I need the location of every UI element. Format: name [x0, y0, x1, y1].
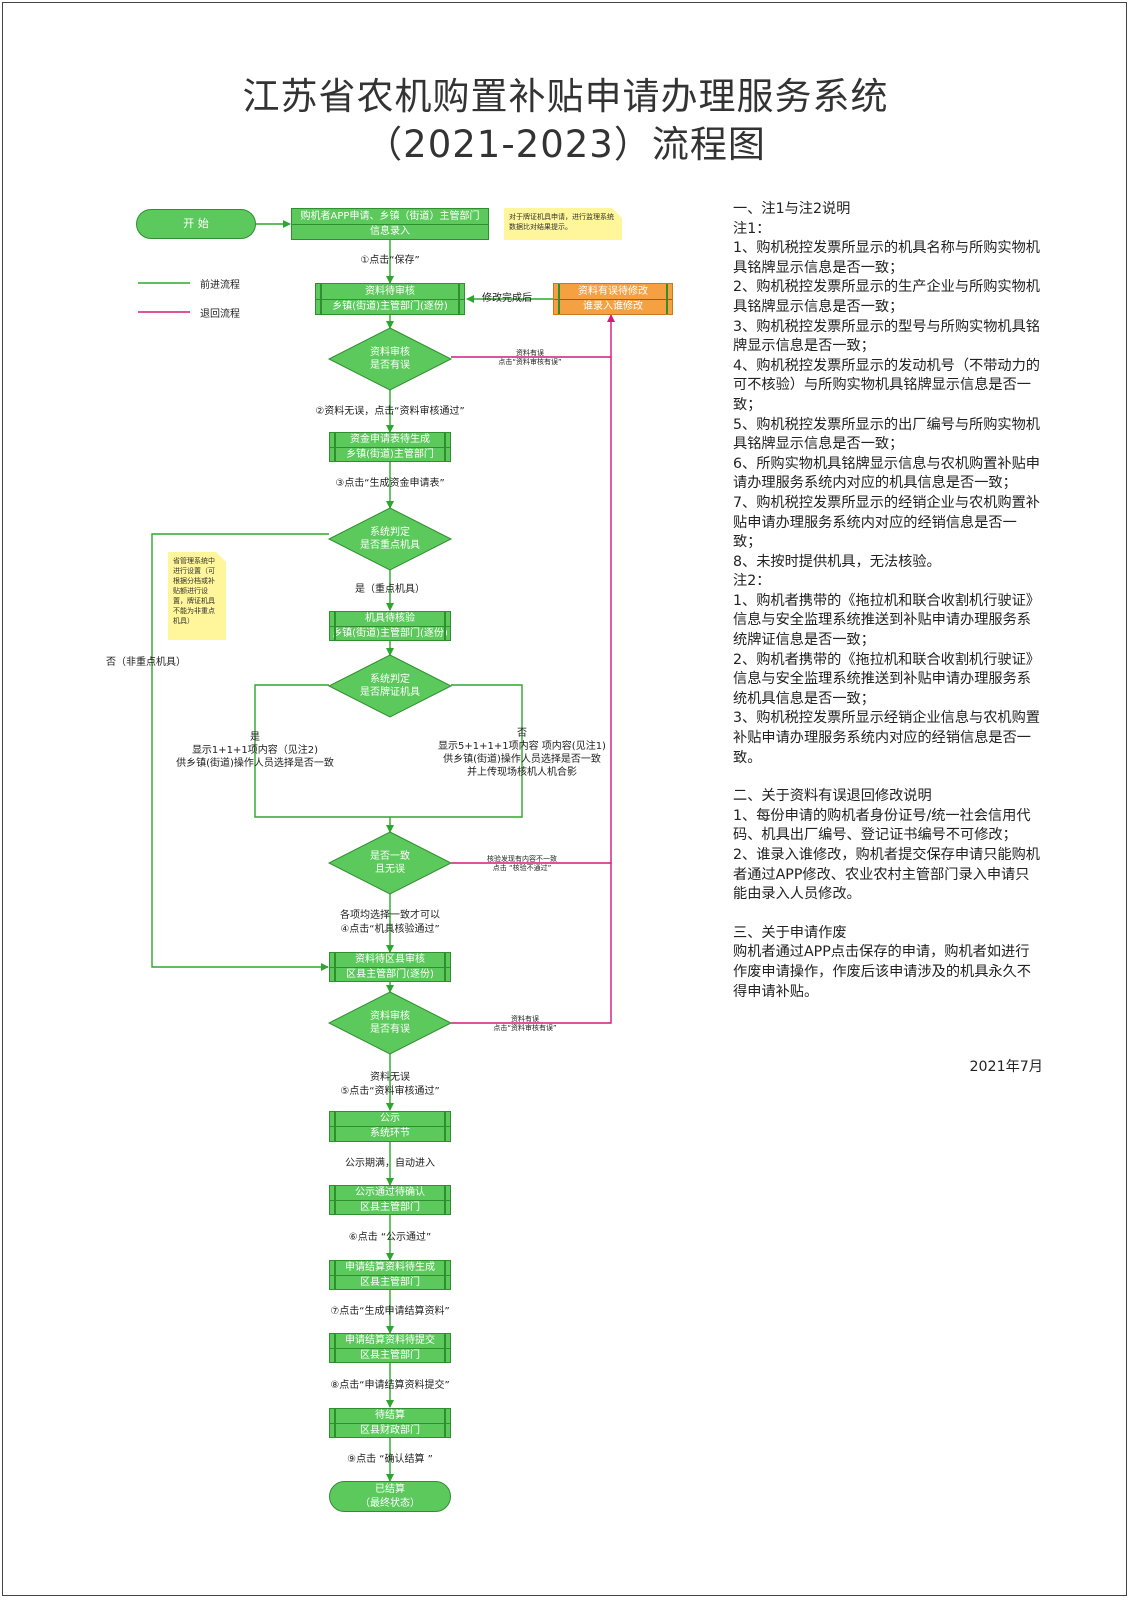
fund-node: 资金申请表待生成乡镇(街道)主管部门: [329, 432, 451, 462]
step4-label-a: 各项均选择一致才可以: [340, 910, 440, 921]
note1-item: 1、购机税控发票所显示的机具名称与所购实物机具铭牌显示信息是否一致；: [733, 240, 1040, 276]
note1-item: 5、购机税控发票所显示的出厂编号与所购实物机具铭牌显示信息是否一致；: [733, 416, 1040, 453]
date-label: 2021年7月: [969, 1059, 1043, 1076]
step4-label-b: ④点击“机具核验通过”: [340, 924, 440, 935]
error1-label-b: 点击“资料审核有误”: [498, 358, 562, 366]
diamond4-text: 是否一致且无误: [370, 851, 410, 875]
legend-forward-label: 前进流程: [200, 280, 240, 291]
page-title: 江苏省农机购置补贴申请办理服务系统: [242, 75, 889, 118]
diamond2-text: 系统判定是否重点机具: [360, 527, 420, 551]
side-heading-3: 三、关于申请作废: [733, 924, 847, 941]
note2-item: 1、购机者携带的《拖拉机和联合收割机行驶证》信息与安全监理系统推送到补贴申请办理…: [733, 592, 1040, 649]
diamond-consistent: [327, 831, 453, 895]
cancel-text: 购机者通过APP点击保存的申请，购机者如进行作废申请操作，作废后该申请涉及的机具…: [733, 944, 1031, 1000]
step7-label: ⑦点击“生成申请结算资料”: [330, 1306, 450, 1317]
error2-label-b: 点击“资料审核有误”: [493, 1024, 557, 1032]
diamond3-text: 系统判定是否牌证机具: [360, 674, 420, 698]
confirm-node: 公示通过待确认区县主管部门: [329, 1185, 451, 1215]
note1-title: 注1：: [733, 220, 771, 237]
key-yes-label: 是（重点机具）: [355, 584, 425, 595]
step2-label: ②资料无误，点击“资料审核通过”: [315, 406, 465, 417]
note2-item: 2、购机者携带的《拖拉机和联合收割机行驶证》信息与安全监理系统推送到补贴申请办理…: [733, 651, 1040, 707]
step3-label: ③点击“生成资金申请表”: [335, 478, 445, 489]
step6-label: ⑥点击 “公示通过”: [348, 1232, 432, 1243]
side-notes: 一、注1与注2说明 注1： 1、购机税控发票所显示的机具名称与所购实物机具铭牌显…: [733, 200, 1043, 1078]
step8-label: ⑧点击“申请结算资料提交”: [330, 1380, 450, 1391]
return-item: 1、每份申请的购机者身份证号/统一社会信用代码、机具出厂编号、登记证书编号不可修…: [733, 807, 1031, 844]
note1-item: 8、未按时提供机具，无法核验。: [733, 553, 941, 570]
side-heading-2: 二、关于资料有误退回修改说明: [733, 788, 932, 805]
legend-return-label: 退回流程: [200, 309, 240, 320]
mismatch-label-b: 点击 “核验不通过”: [492, 864, 552, 872]
generate-node: 申请结算资料待生成区县主管部门: [329, 1260, 451, 1290]
side-heading-1: 一、注1与注2说明: [733, 201, 851, 217]
diamond-review-error: [327, 327, 453, 391]
key-setting-note: 省管理系统中进行设置（可根据分档或补贴额进行设置，牌证机具不能为非重点机具）: [168, 552, 226, 640]
diamond-plate-machine: [327, 654, 453, 718]
error2-label-a: 资料有误: [511, 1015, 539, 1023]
diamond-key-machine: [327, 507, 453, 571]
mismatch-label-a: 核验发现有内容不一致: [487, 855, 557, 863]
note2-title: 注2：: [733, 573, 771, 590]
error1-label-a: 资料有误: [516, 349, 544, 357]
publicity-node: 公示系统环节: [329, 1111, 451, 1142]
page-subtitle: （2021-2023）流程图: [365, 123, 766, 166]
diamond5-text: 资料审核是否有误: [370, 1011, 410, 1035]
note2-item: 3、购机税控发票所显示经销企业信息与农机购置补贴申请办理服务系统内对应的经销信息…: [733, 710, 1040, 766]
review-node: 资料待审核乡镇(街道)主管部门(逐份): [315, 283, 465, 315]
done-node: 已结算（最终状态）: [329, 1481, 451, 1512]
verify-node: 机具待核验乡镇(街道)主管部门(逐份): [329, 611, 451, 641]
note1-item: 2、购机税控发票所显示的生产企业与所购实物机具铭牌显示信息是否一致；: [733, 279, 1040, 315]
step9-label: ⑨点击 “确认结算 ”: [347, 1454, 433, 1465]
return-item: 2、谁录入谁修改，购机者提交保存申请只能购机者通过APP修改、农业农村主管部门录…: [733, 847, 1040, 903]
note1-item: 3、购机税控发票所显示的型号与所购实物机具铭牌显示信息是否一致；: [733, 318, 1040, 355]
diamond-county-review: [327, 991, 453, 1055]
auto-label: 公示期满，自动进入: [345, 1158, 435, 1169]
submit-node: 申请结算资料待提交区县主管部门: [329, 1333, 451, 1363]
revise-node: 资料有误待修改谁录入谁修改: [553, 283, 673, 315]
step5-label-a: 资料无误: [370, 1072, 410, 1083]
county-node: 资料待区县审核区县主管部门(逐份): [329, 952, 451, 982]
plate-prompt-note: 对于牌证机具申请，进行监理系统数据比对结果提示。: [504, 208, 622, 240]
plate-yes-label: 是显示1+1+1项内容（见注2)供乡镇(街道)操作人员选择是否一致: [176, 732, 334, 769]
plate-no-label: 否显示5+1+1+1项内容 项内容(见注1)供乡镇(街道)操作人员选择是否一致并…: [438, 728, 606, 778]
step1-label: ①点击“保存”: [360, 255, 420, 266]
step5-label-b: ⑤点击“资料审核通过”: [340, 1086, 440, 1097]
apply-node: 购机者APP申请、乡镇（街道）主管部门信息录入: [291, 208, 489, 240]
fix-done-label: 修改完成后: [482, 293, 532, 304]
key-no-label: 否（非重点机具）: [106, 657, 186, 668]
note1-item: 6、所购实物机具铭牌显示信息与农机购置补贴申请办理服务系统内对应的机具信息是否一…: [733, 455, 1040, 492]
note1-item: 7、购机税控发票所显示的经销企业与农机购置补贴申请办理服务系统内对应的经销信息是…: [733, 494, 1040, 551]
settle-node: 待结算区县财政部门: [329, 1408, 451, 1438]
diamond1-text: 资料审核是否有误: [370, 347, 410, 371]
note1-item: 4、购机税控发票所显示的发动机号（不带动力的可不核验）与所购实物机具铭牌显示信息…: [733, 357, 1040, 413]
start-node: 开 始: [136, 209, 256, 239]
